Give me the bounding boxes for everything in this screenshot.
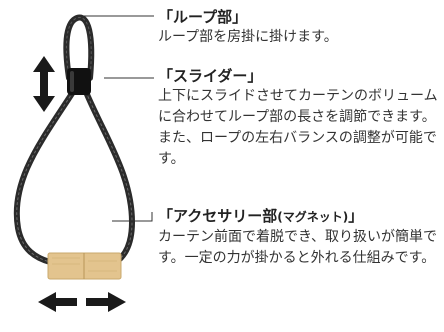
accessory-title-main: 「アクセサリー部 — [158, 207, 278, 225]
drop-rope — [13, 89, 136, 265]
accessory-description: カーテン前面で着脱でき、取り扱いが簡単です。一定の力が掛かると外れる仕組みです。 — [158, 229, 438, 266]
leader-line-accessory — [112, 212, 153, 222]
slider-title: 「スライダー」 — [158, 67, 263, 85]
slider-description: 上下にスライドさせてカーテンのボリュームに合わせてループ部の長さを調節できます。… — [158, 88, 438, 167]
wood-accessory — [47, 252, 122, 280]
up-down-arrow-icon — [33, 56, 55, 112]
loop-rope — [63, 14, 95, 81]
right-arrow-icon — [86, 292, 126, 312]
accessory-title-end: 」 — [348, 207, 364, 225]
callout-loop: 「ループ部」 ループ部を房掛に掛けます。 — [158, 7, 442, 48]
callout-accessory: 「アクセサリー部(マグネット)」 カーテン前面で着脱でき、取り扱いが簡単です。一… — [158, 206, 442, 269]
accessory-title-note: (マグネット) — [277, 210, 349, 224]
callout-slider: 「スライダー」 上下にスライドさせてカーテンのボリュームに合わせてループ部の長さ… — [158, 66, 442, 170]
loop-title: 「ループ部」 — [158, 8, 248, 26]
loop-description: ループ部を房掛に掛けます。 — [158, 29, 338, 45]
accessory-title: 「アクセサリー部(マグネット)」 — [158, 206, 442, 227]
left-arrow-icon — [38, 292, 77, 312]
